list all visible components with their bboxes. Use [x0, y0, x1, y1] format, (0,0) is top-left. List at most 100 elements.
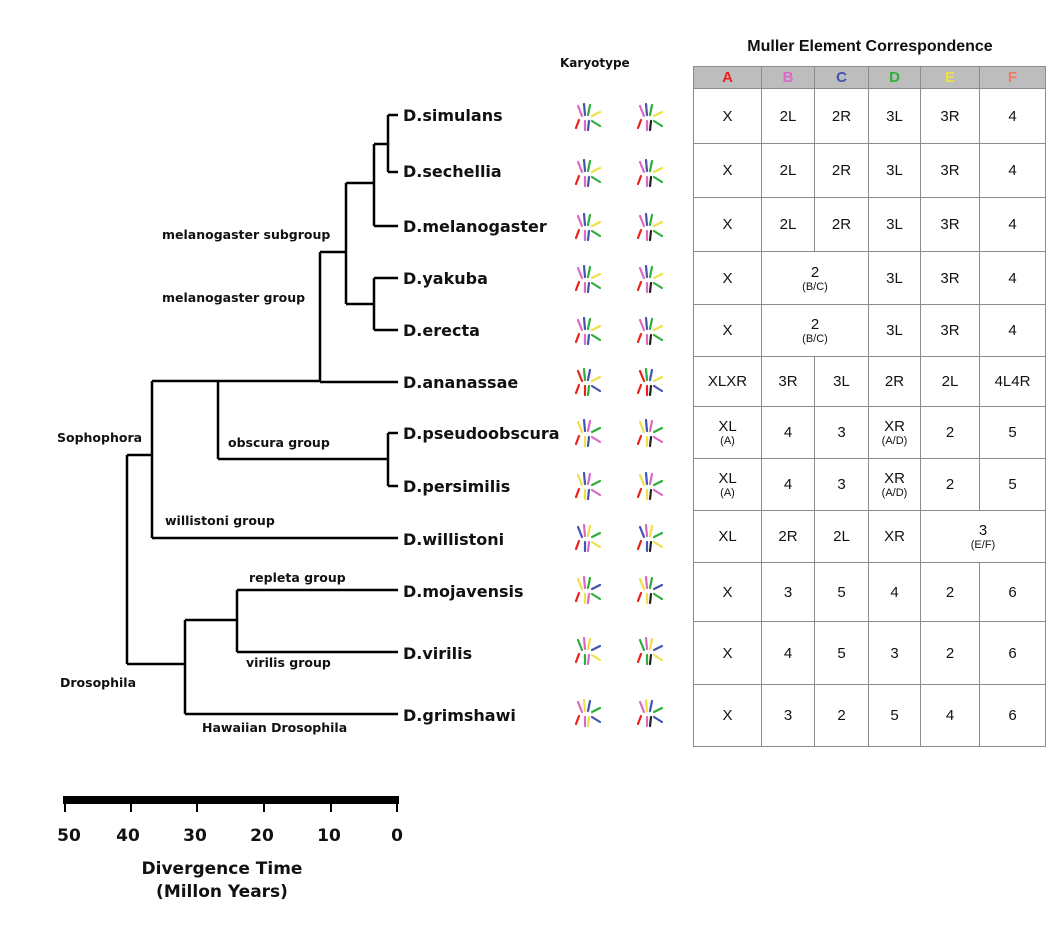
- header-cell-c: C: [814, 66, 869, 89]
- chromosome-mark: [636, 487, 643, 499]
- table-row: X 2L 2R 3L 3R 4: [693, 197, 1046, 252]
- chromosome-mark: [582, 158, 587, 173]
- chromosome-mark: [648, 592, 653, 605]
- time-axis-bar: [63, 796, 399, 804]
- chromosome-mark: [636, 228, 643, 240]
- chromosome-mark: [644, 158, 649, 173]
- chromosome-mark: [648, 540, 653, 553]
- table-row: X 3 5 4 2 6: [693, 562, 1046, 622]
- chromosome-mark: [574, 332, 581, 344]
- chromosome-mark: [652, 644, 664, 652]
- chromosome-mark: [638, 420, 646, 434]
- table-row: X 2 (B/C) 3L 3R 4: [693, 304, 1046, 357]
- chromosome-mark: [582, 636, 587, 651]
- cell-subvalue: (A): [720, 435, 735, 447]
- chromosome-mark: [644, 636, 649, 651]
- species-label: D.mojavensis: [403, 582, 524, 601]
- header-cell-d: D: [868, 66, 921, 89]
- chromosome-mark: [586, 119, 591, 132]
- chromosome-mark: [582, 316, 587, 331]
- chromosome-mark: [586, 699, 592, 713]
- table-cell: 3R: [920, 304, 980, 357]
- chromosome-mark: [648, 488, 653, 501]
- chromosome-mark: [638, 525, 646, 539]
- table-cell: 2R: [814, 197, 869, 252]
- chromosome-mark: [590, 166, 602, 174]
- chromosome-mark: [644, 367, 649, 382]
- table-row: X 2L 2R 3L 3R 4: [693, 88, 1046, 144]
- species-label: D.pseudoobscura: [403, 424, 560, 443]
- table-row: X 3 2 5 4 6: [693, 684, 1046, 747]
- cell-value: 3: [978, 522, 988, 539]
- chromosome-mark: [638, 318, 646, 332]
- node-moj-vir: [185, 590, 239, 652]
- chromosome-mark: [582, 212, 587, 227]
- chromosome-mark: [590, 531, 602, 539]
- chromosome-mark: [652, 592, 664, 601]
- chromosome-mark: [652, 540, 664, 549]
- chromosome-mark: [576, 700, 584, 714]
- chromosome-mark: [590, 272, 602, 280]
- chromosome-mark: [652, 583, 664, 591]
- table-cell: 3L: [868, 88, 921, 144]
- axis-title: Divergence Time: [142, 859, 303, 879]
- chromosome-mark: [586, 472, 592, 486]
- chromosome-mark: [590, 540, 602, 549]
- chromosome-mark: [590, 479, 602, 487]
- chromosome-mark: [590, 592, 602, 601]
- chromosome-mark: [582, 102, 587, 117]
- species-label: D.erecta: [403, 321, 480, 340]
- chromosome-mark: [636, 539, 643, 551]
- chromosome-mark: [648, 576, 654, 590]
- chromosome-mark: [638, 266, 646, 280]
- clade-label-melanogaster-subgroup: melanogaster subgroup: [162, 227, 330, 242]
- table-cell: 3R: [920, 88, 980, 144]
- chromosome-mark: [652, 119, 664, 128]
- chromosome-mark: [636, 714, 643, 726]
- table-cell: 3R: [920, 197, 980, 252]
- chromosome-mark: [636, 174, 643, 186]
- node-yak-ere: [346, 278, 376, 330]
- cell-subvalue: (A/D): [881, 487, 908, 499]
- node-mel-subgroup: [320, 183, 348, 304]
- cell-subvalue: (A/D): [881, 435, 908, 447]
- table-cell: 3R: [920, 143, 980, 198]
- chromosome-mark: [644, 575, 649, 590]
- table-cell: 3L: [814, 356, 869, 407]
- chromosome-mark: [586, 333, 591, 346]
- chromosome-mark: [652, 531, 664, 539]
- chromosome-mark: [576, 318, 584, 332]
- chromosome-mark: [644, 264, 649, 279]
- chromosome-mark: [590, 644, 602, 652]
- cell-value: XL: [718, 418, 737, 435]
- chromosome-mark: [590, 488, 602, 497]
- node-sim-mel: [346, 144, 376, 226]
- species-label: D.persimilis: [403, 477, 510, 496]
- axis-tick-label: 0: [391, 826, 403, 846]
- table-cell: 5: [814, 562, 869, 622]
- chromosome-mark: [576, 525, 584, 539]
- table-cell: XL (A): [693, 406, 762, 459]
- chromosome-mark: [590, 375, 602, 383]
- clade-label-sophophora: Sophophora: [57, 430, 142, 445]
- chromosome-mark: [576, 577, 584, 591]
- chromosome-mark: [590, 324, 602, 332]
- chromosome-mark: [582, 264, 587, 279]
- chromosome-mark: [590, 706, 602, 714]
- table-cell: 4: [979, 251, 1046, 305]
- table-cell: 3L: [868, 143, 921, 198]
- chromosome-mark: [574, 280, 581, 292]
- table-cell: 4: [979, 197, 1046, 252]
- axis-title-units: (Millon Years): [156, 882, 288, 902]
- chromosome-mark: [590, 175, 602, 184]
- table-cell: XR (A/D): [868, 406, 921, 459]
- karyotype-label: Karyotype: [560, 56, 630, 70]
- species-label: D.sechellia: [403, 162, 502, 181]
- chromosome-mark: [652, 488, 664, 497]
- chromosome-mark: [636, 118, 643, 130]
- table-cell: 2L: [814, 510, 869, 563]
- node-sim-sech: [374, 115, 390, 172]
- chromosome-mark: [586, 229, 591, 242]
- muller-table-title: Muller Element Correspondence: [747, 38, 993, 55]
- table-cell: 5: [979, 458, 1046, 511]
